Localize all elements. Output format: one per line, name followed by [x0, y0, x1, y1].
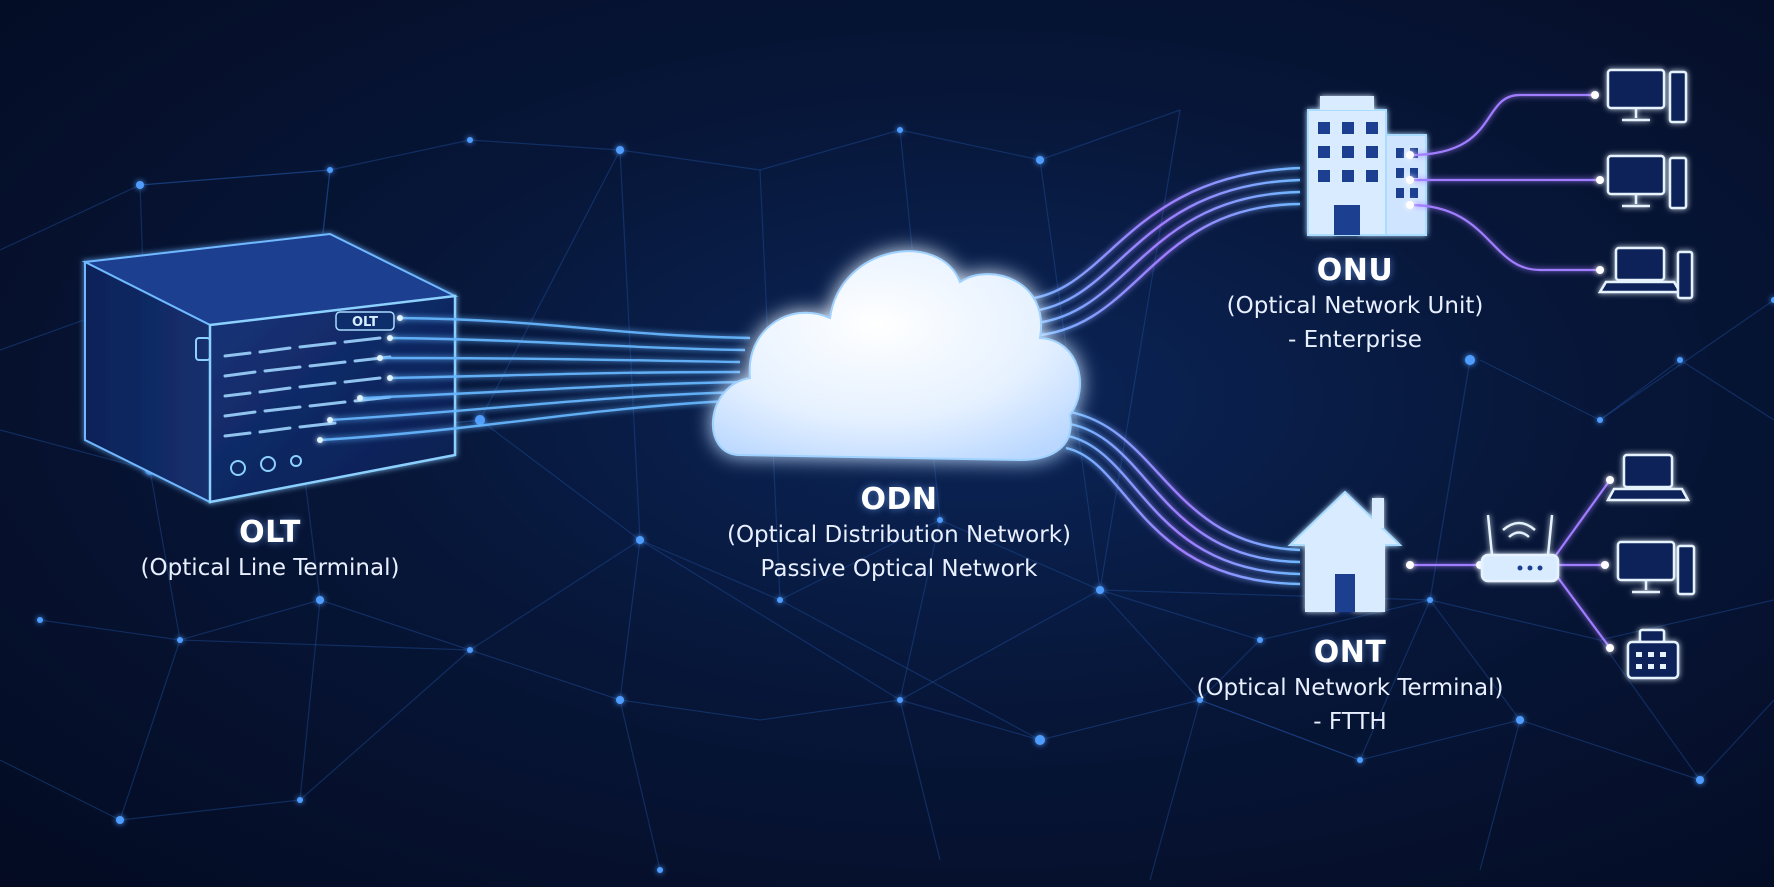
ont-subtitle: - FTTH	[1313, 709, 1387, 735]
onu-links	[1409, 93, 1600, 272]
ont-links	[1410, 479, 1611, 649]
house-icon	[1287, 490, 1403, 612]
odn-description: (Optical Distribution Network)	[726, 522, 1072, 548]
olt-description: (Optical Line Terminal)	[140, 555, 400, 581]
fiber-odn-to-ont	[1065, 410, 1301, 586]
ont-label: ONT (Optical Network Terminal) - FTTH	[1196, 635, 1503, 739]
onu-title: ONU	[1316, 253, 1394, 288]
onu-subtitle: - Enterprise	[1288, 327, 1422, 353]
desktop-computer-icon	[1606, 68, 1688, 124]
ont-description: (Optical Network Terminal)	[1196, 675, 1504, 701]
onu-link-dots	[1406, 91, 1604, 274]
odn-label: ODN (Optical Distribution Network) Passi…	[727, 482, 1071, 586]
laptop-icon	[1605, 453, 1691, 502]
onu-label: ONU (Optical Network Unit) - Enterprise	[1227, 253, 1484, 357]
fiber-olt-to-odn	[319, 316, 756, 442]
odn-title: ODN	[860, 482, 938, 517]
fiber-odn-to-onu	[1014, 166, 1301, 338]
onu-description: (Optical Network Unit)	[1226, 293, 1484, 319]
ont-title: ONT	[1313, 635, 1387, 670]
ont-link-dots	[1406, 476, 1614, 652]
olt-badge-text: OLT	[352, 315, 378, 330]
desktop-computer-icon	[1616, 540, 1696, 596]
wifi-router-icon	[1480, 514, 1560, 583]
laptop-icon	[1597, 246, 1694, 300]
odn-subtitle: Passive Optical Network	[760, 556, 1038, 582]
olt-server-icon: OLT	[81, 232, 459, 504]
fax-phone-icon	[1626, 628, 1680, 680]
cloud-icon	[711, 250, 1081, 462]
olt-title: OLT	[239, 515, 301, 550]
desktop-computer-icon	[1606, 154, 1688, 210]
olt-label: OLT (Optical Line Terminal)	[141, 515, 400, 585]
office-building-icon	[1307, 96, 1427, 236]
fiber-endpoints	[317, 315, 403, 443]
